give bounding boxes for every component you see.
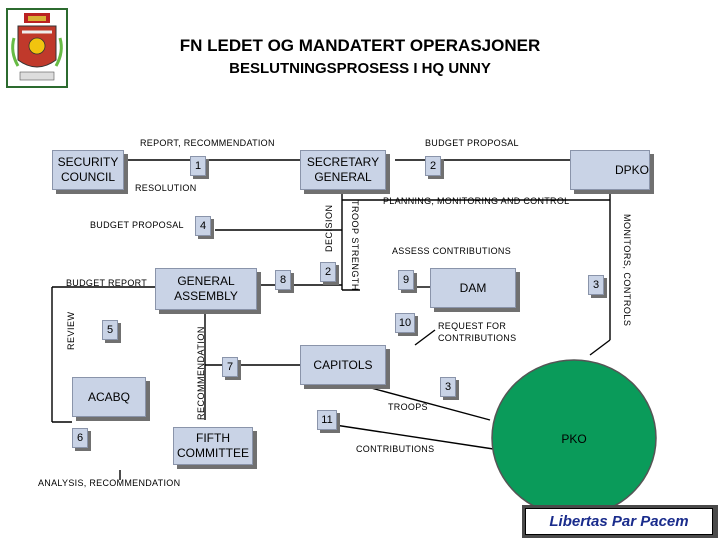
step-4[interactable]: 4	[195, 216, 211, 236]
step-3-right[interactable]: 3	[588, 275, 604, 295]
troop-strength-label: TROOP STRENGTH	[350, 200, 360, 291]
page-title: FN LEDET OG MANDATERT OPERASJONER	[179, 36, 541, 55]
troops-label: TROOPS	[388, 402, 428, 412]
analysis-recommendation-label: ANALYSIS, RECOMMENDATION	[38, 478, 181, 488]
step-1[interactable]: 1	[190, 156, 206, 176]
step-5[interactable]: 5	[102, 320, 118, 340]
security-council-box[interactable]: SECURITY COUNCIL	[52, 150, 124, 190]
step-9[interactable]: 9	[398, 270, 414, 290]
budget-proposal-top-label: BUDGET PROPOSAL	[425, 138, 519, 148]
dpko-box[interactable]: DPKO	[570, 150, 650, 190]
dam-box[interactable]: DAM	[430, 268, 516, 308]
step-11[interactable]: 11	[317, 410, 337, 430]
general-assembly-box[interactable]: GENERAL ASSEMBLY	[155, 268, 257, 310]
coat-of-arms-icon	[6, 8, 68, 88]
review-label: REVIEW	[66, 311, 76, 350]
secretary-general-box[interactable]: SECRETARY GENERAL	[300, 150, 386, 190]
page-subtitle: BESLUTNINGSPROSESS I HQ UNNY	[229, 60, 491, 77]
step-8[interactable]: 8	[275, 270, 291, 290]
budget-report-label: BUDGET REPORT	[66, 278, 148, 288]
report-recommendation-label: REPORT, RECOMMENDATION	[140, 138, 275, 148]
step-2-top[interactable]: 2	[425, 156, 441, 176]
decision-label: DECISION	[324, 204, 334, 252]
step-10[interactable]: 10	[395, 313, 415, 333]
step-3-lower[interactable]: 3	[440, 377, 456, 397]
fifth-committee-box[interactable]: FIFTH COMMITTEE	[173, 427, 253, 465]
planning-label: PLANNING, MONITORING AND CONTROL	[383, 196, 570, 206]
motto-banner: Libertas Par Pacem	[522, 505, 718, 538]
assess-contributions-label: ASSESS CONTRIBUTIONS	[392, 246, 512, 256]
motto-text: Libertas Par Pacem	[549, 513, 689, 530]
acabq-box[interactable]: ACABQ	[72, 377, 146, 417]
capitols-box[interactable]: CAPITOLS	[300, 345, 386, 385]
pko-label: PKO	[561, 432, 587, 446]
step-6[interactable]: 6	[72, 428, 88, 448]
resolution-label: RESOLUTION	[135, 183, 197, 193]
recommendation-label: RECOMMENDATION	[196, 326, 206, 420]
pko-node[interactable]: PKO	[490, 358, 658, 518]
monitors-controls-label: MONITORS, CONTROLS	[622, 214, 632, 327]
step-2-mid[interactable]: 2	[320, 262, 336, 282]
step-7[interactable]: 7	[222, 357, 238, 377]
logo	[6, 8, 68, 88]
motto-text-box: Libertas Par Pacem	[525, 508, 713, 535]
contributions-label: CONTRIBUTIONS	[356, 444, 435, 454]
request-contributions-label: REQUEST FOR CONTRIBUTIONS	[438, 320, 533, 344]
request-contributions-text: REQUEST FOR CONTRIBUTIONS	[438, 321, 517, 343]
budget-proposal-left-label: BUDGET PROPOSAL	[90, 220, 184, 230]
